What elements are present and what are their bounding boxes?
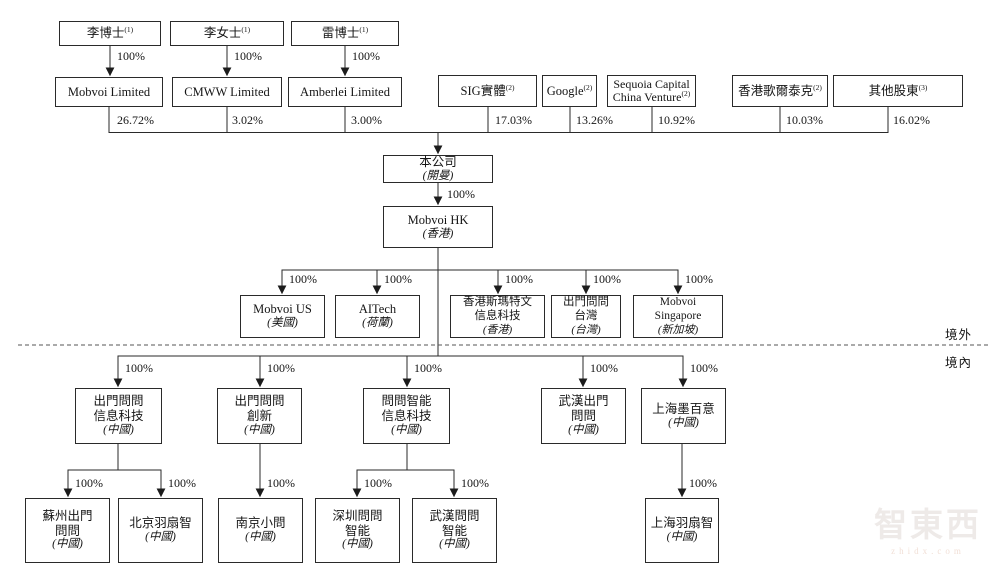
ownership-label: 3.00%	[351, 113, 382, 127]
ownership-label: 100%	[461, 476, 489, 490]
node-chumen-wenwen-innovation: 出門問問 創新 (中國)	[217, 388, 302, 444]
node-nanjing-xiaowen: 南京小問 (中國)	[218, 498, 303, 563]
ownership-label: 100%	[593, 272, 621, 286]
ownership-label: 100%	[364, 476, 392, 490]
ownership-label: 100%	[234, 49, 262, 63]
ownership-label: 100%	[289, 272, 317, 286]
node-sequoia-capital-china-venture: Sequoia Capital China Venture(2)	[607, 75, 696, 107]
node-chumen-wenwen-infotech: 出門問問 信息科技 (中國)	[75, 388, 162, 444]
node-cmww-limited: CMWW Limited	[172, 77, 282, 107]
node-aitech: AITech (荷蘭)	[335, 295, 420, 338]
ownership-label: 100%	[689, 476, 717, 490]
node-google: Google(2)	[542, 75, 597, 107]
node-mobvoi-hk: Mobvoi HK (香港)	[383, 206, 493, 248]
node-company-cayman: 本公司 (開曼)	[383, 155, 493, 183]
ownership-label: 10.92%	[658, 113, 695, 127]
ownership-label: 100%	[685, 272, 713, 286]
node-wuhan-chumen-wenwen: 武漢出門 問問 (中國)	[541, 388, 626, 444]
watermark-site: zhidx.com	[891, 546, 965, 556]
node-mobvoi-us: Mobvoi US (美國)	[240, 295, 325, 338]
node-other-shareholders: 其他股東(3)	[833, 75, 963, 107]
ownership-label: 100%	[168, 476, 196, 490]
ownership-label: 10.03%	[786, 113, 823, 127]
ownership-label: 100%	[447, 187, 475, 201]
region-label-domestic: 境內	[945, 356, 973, 370]
node-shanghai-mobaiyi: 上海墨百意 (中國)	[641, 388, 726, 444]
ownership-label: 100%	[590, 361, 618, 375]
ownership-label: 100%	[125, 361, 153, 375]
node-sig: SIG實體(2)	[438, 75, 537, 107]
node-dr-lei: 雷博士(1)	[291, 21, 399, 46]
node-suzhou-chumen-wenwen: 蘇州出門 問問 (中國)	[25, 498, 110, 563]
node-wenwen-ai-infotech: 問問智能 信息科技 (中國)	[363, 388, 450, 444]
node-amberlei-limited: Amberlei Limited	[288, 77, 402, 107]
ownership-label: 13.26%	[576, 113, 613, 127]
ownership-label: 100%	[352, 49, 380, 63]
watermark: 智東西 zhidx.com	[858, 508, 998, 557]
node-shenzhen-wenwen-ai: 深圳問問 智能 (中國)	[315, 498, 400, 563]
node-hk-smartvoice-infotech: 香港斯瑪特文 信息科技 (香港)	[450, 295, 545, 338]
ownership-label: 3.02%	[232, 113, 263, 127]
ownership-label: 100%	[75, 476, 103, 490]
ownership-label: 100%	[505, 272, 533, 286]
node-beijing-yushanzhi: 北京羽扇智 (中國)	[118, 498, 203, 563]
ownership-label: 100%	[117, 49, 145, 63]
region-label-overseas: 境外	[945, 328, 973, 342]
watermark-logo: 智東西	[874, 508, 982, 544]
node-mobvoi-singapore: Mobvoi Singapore (新加坡)	[633, 295, 723, 338]
node-mobvoi-limited: Mobvoi Limited	[55, 77, 163, 107]
node-wuhan-wenwen-ai: 武漢問問 智能 (中國)	[412, 498, 497, 563]
node-ms-li: 李女士(1)	[170, 21, 284, 46]
node-shanghai-yushanzhi: 上海羽扇智 (中國)	[645, 498, 719, 563]
ownership-label: 100%	[414, 361, 442, 375]
ownership-label: 100%	[384, 272, 412, 286]
ownership-label: 26.72%	[117, 113, 154, 127]
ownership-label: 100%	[267, 476, 295, 490]
node-mobvoi-taiwan: 出門問問 台灣 (台灣)	[551, 295, 621, 338]
node-dr-li: 李博士(1)	[59, 21, 161, 46]
ownership-label: 100%	[267, 361, 295, 375]
ownership-label: 17.03%	[495, 113, 532, 127]
node-hk-goertek: 香港歌爾泰克(2)	[732, 75, 828, 107]
ownership-label: 16.02%	[893, 113, 930, 127]
ownership-label: 100%	[690, 361, 718, 375]
